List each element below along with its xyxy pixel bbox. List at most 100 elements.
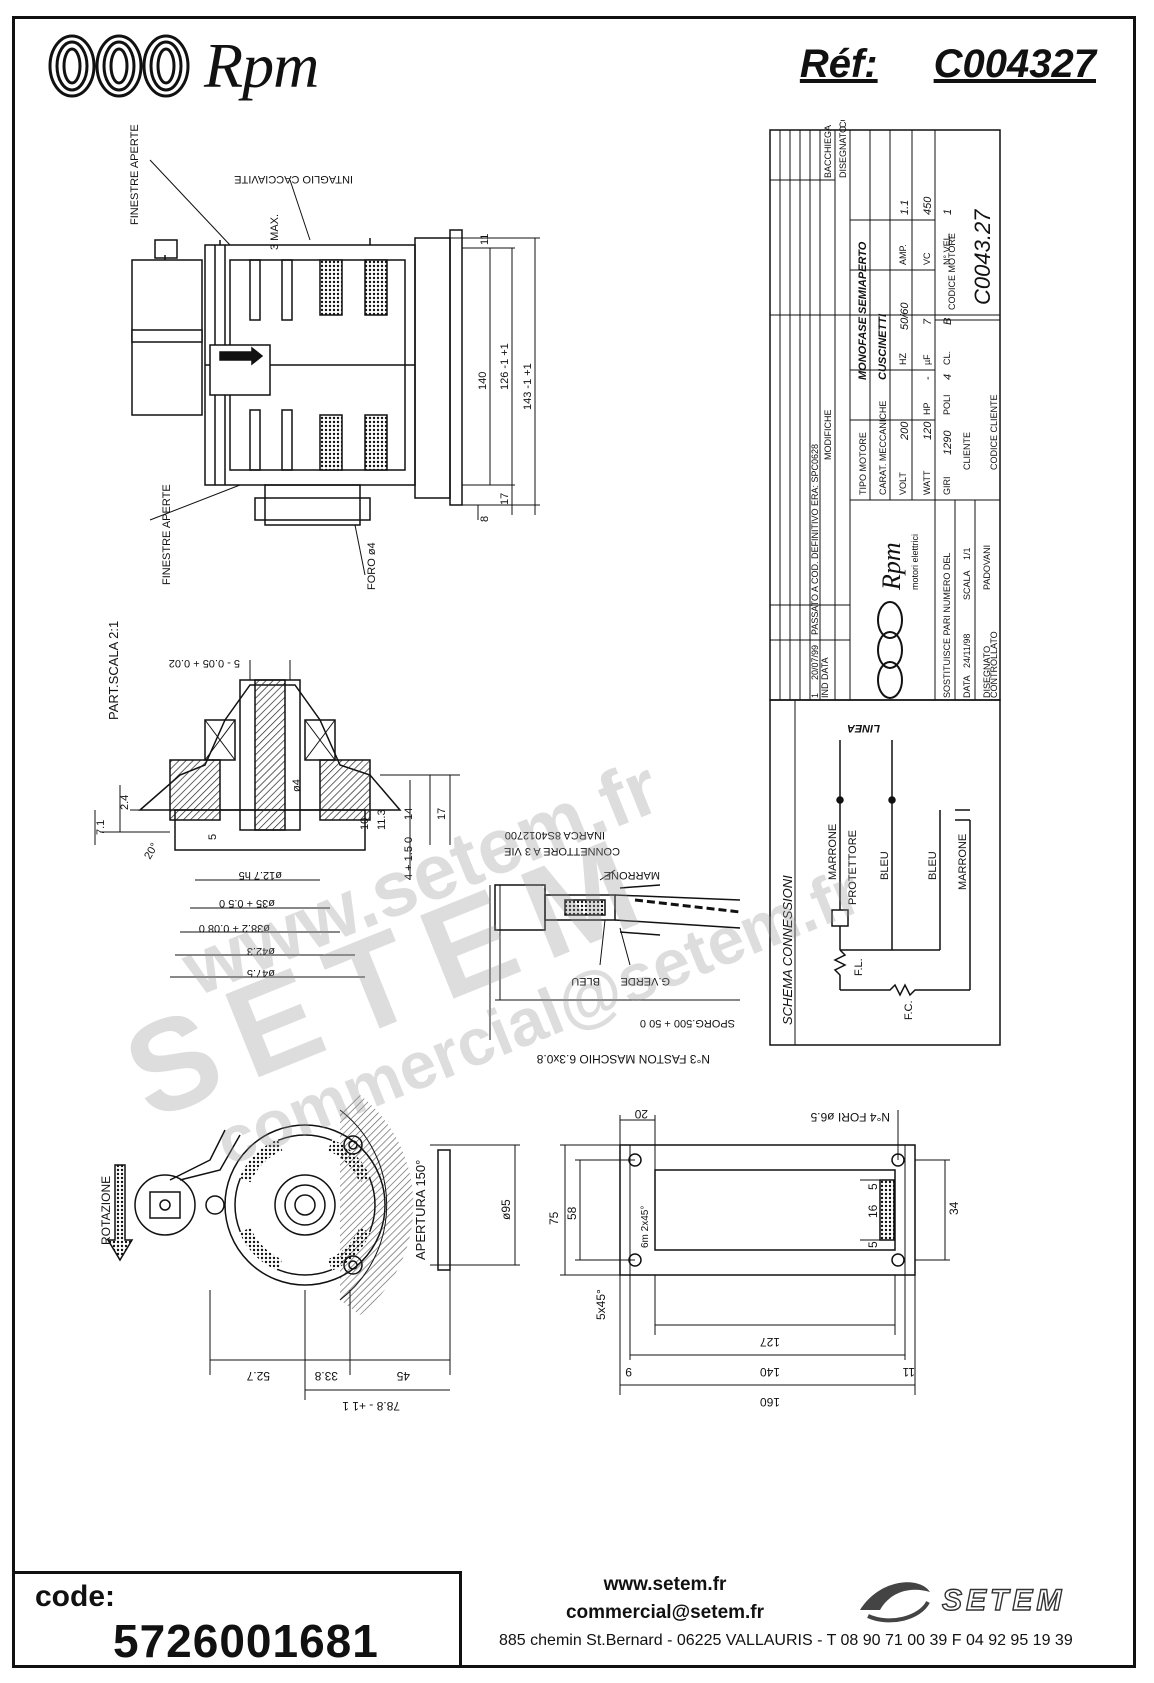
tb-cl-h: CL.	[942, 351, 952, 365]
tb-rev-data: 20/07/99	[810, 645, 820, 680]
tb-amp-h: AMP.	[898, 244, 908, 265]
tb-vc: 450	[922, 196, 934, 215]
tb-scala-val: 1/1	[962, 547, 972, 560]
tb-watt-h: WATT	[922, 470, 932, 495]
dim-126: 126 -1 +1	[499, 343, 511, 390]
d45-label: 45	[396, 1369, 410, 1383]
detail-d20: 20°	[142, 841, 161, 861]
detail-d17: 17	[436, 808, 448, 820]
dim-17: 17	[499, 493, 511, 505]
email-link[interactable]: commercial@setem.fr	[565, 1602, 765, 1623]
dim-8: 8	[479, 516, 491, 522]
d95-label: ø95	[499, 1199, 513, 1220]
tb-volt: 200	[899, 421, 911, 441]
reference: Réf: C004327	[800, 42, 1096, 87]
tb-brand-sub: motori elettrici	[910, 534, 920, 590]
tb-codice-motore: C0043.27	[970, 209, 995, 305]
dim-140: 140	[477, 372, 489, 390]
code-label: code:	[35, 1580, 116, 1613]
detail-section	[94, 660, 460, 978]
detail-d5: 5 - 0.05 + 0.02	[169, 657, 240, 669]
setem-logo-text: SETEM	[942, 1584, 1065, 1617]
tb-brand: Rpm	[877, 542, 906, 591]
gverde-connector-label: G.VERDE	[620, 975, 670, 987]
tb-giri: 1290	[942, 430, 954, 455]
tb-rev-ind: 1	[810, 693, 820, 698]
brand-name: Rpm	[204, 30, 319, 101]
schema-title: SCHEMA CONNESSIONI	[780, 875, 795, 1025]
website-link[interactable]: www.setem.fr	[603, 1574, 727, 1595]
tb-giri-h: GIRI	[942, 476, 952, 495]
tb-modifiche: PASSATO A COD. DEFINITIVO ERA: SPC0628	[810, 444, 820, 635]
bracket-d11: 11	[902, 1365, 915, 1379]
bracket-d58: 58	[565, 1206, 579, 1220]
bracket-d160: 160	[760, 1395, 780, 1409]
intaglio-label: INTAGLIO CACCIAVITE	[234, 173, 353, 185]
code-box: code: 5726001681	[12, 1571, 462, 1668]
detail-d382: ø38.2 + 0.08 0	[199, 922, 270, 934]
bracket-smusso: 5x45°	[594, 1289, 608, 1320]
tb-scala-label: SCALA	[962, 570, 972, 600]
code-value: 5726001681	[113, 1615, 379, 1667]
tb-tipo-motore: MONOFASE SEMIAPERTO	[857, 241, 869, 380]
tb-sostituisce: SOSTITUISCE PARI NUMERO DEL	[942, 553, 952, 698]
tb-poli-h: POLI	[942, 394, 952, 415]
schema-bleu1: BLEU	[879, 851, 891, 880]
tb-sostituisce-val: -	[942, 557, 952, 560]
tb-ind: IND	[820, 682, 830, 698]
bracket-d34: 34	[947, 1201, 961, 1215]
coil-logo-icon	[48, 34, 190, 98]
tb-data-val: 24/11/98	[962, 634, 972, 668]
bracket-d16: 16	[866, 1204, 880, 1218]
tb-hp: -	[922, 376, 934, 380]
d527-label: 52.7	[246, 1369, 270, 1383]
tb-uf: 7	[922, 318, 934, 325]
tb-hz-h: HZ	[898, 353, 908, 365]
foro-label: FORO ø4	[366, 542, 378, 590]
detail-d71: 7.1	[95, 820, 107, 835]
detail-d14: 14	[403, 808, 415, 820]
marrone-connector-label: MARRONE	[604, 869, 660, 881]
dim-11: 11	[479, 234, 491, 245]
tb-data-h: DATA	[820, 657, 830, 680]
tb-amp: 1.1	[899, 200, 911, 215]
detail-d4: 4 + 1.5 0	[403, 837, 415, 880]
tb-cliente-label: CLIENTE	[962, 432, 972, 470]
tb-tipo-motore-h: TIPO MOTORE	[858, 432, 868, 495]
tb-controllato-h: CONTROLLATO	[838, 120, 848, 128]
bracket-d5b: 5	[866, 1241, 880, 1248]
bracket-d127: 127	[760, 1335, 780, 1349]
finestre-bottom-label: FINESTRE APERTE	[161, 484, 173, 585]
detail-d113: 11.3	[376, 809, 388, 830]
connector-drawing	[489, 869, 741, 1040]
detail-d35: ø35 + 0.5 0	[219, 897, 275, 909]
schema-connessioni	[769, 699, 1001, 1046]
bracket-d75: 75	[547, 1211, 561, 1225]
tb-data-label: DATA	[962, 675, 972, 698]
schema-marrone1: MARRONE	[827, 824, 839, 880]
tb-uf-h: µF	[922, 354, 932, 365]
footer-contacts: www.setem.fr commercial@setem.fr	[540, 1571, 790, 1627]
front-view	[106, 1095, 520, 1400]
dim-143: 143 -1 +1	[522, 363, 534, 410]
tb-controllato-label: CONTROLLATO	[989, 631, 999, 698]
schema-fc: F.C.	[903, 1000, 915, 1020]
tb-cl: B	[942, 318, 954, 325]
swoosh-icon	[860, 1582, 930, 1610]
tb-poli: 4	[942, 374, 954, 380]
sporg-label: SPORG.500 + 50 0	[640, 1017, 735, 1029]
schema-marrone2: MARRONE	[957, 834, 969, 890]
connettore-label: CONNETTORE A 3 VIE	[504, 845, 620, 857]
finestre-top-label: FINESTRE APERTE	[129, 124, 141, 225]
detail-d475: ø47.5	[247, 967, 275, 979]
rotazione-label: ROTAZIONE	[99, 1176, 113, 1245]
tb-bacchiega: BACCHIEGA	[823, 125, 833, 178]
technical-drawing: FINESTRE APERTE FINESTRE APERTE INTAGLIO…	[94, 120, 1001, 1413]
bracket-d140: 140	[760, 1365, 780, 1379]
faston-label: N°3 FASTON MASCHIO 6.3x0.8	[536, 1052, 710, 1066]
detail-d127: ø12.7 h5	[239, 869, 282, 881]
bleu-connector-label: BLEU	[571, 975, 600, 987]
schema-bleu2: BLEU	[927, 851, 939, 880]
bracket-fori: N°4 FORI ø6.5	[810, 1110, 890, 1124]
detail-d423: ø42.3	[247, 945, 275, 957]
